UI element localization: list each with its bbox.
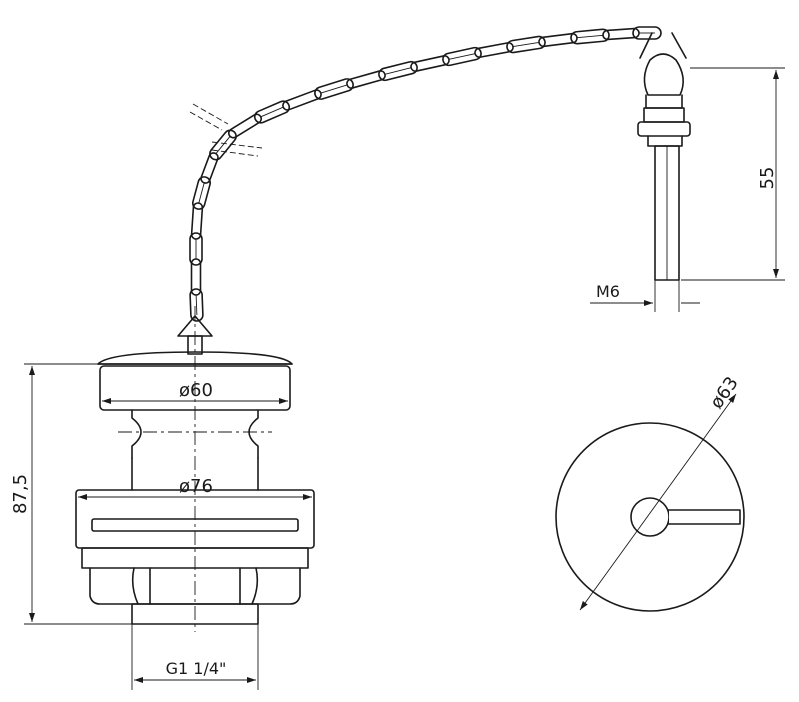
chain-link-inner [448,53,476,60]
dimension-thread: G1 1/4" [131,624,259,690]
chain-link [189,288,204,322]
pin-length-label: 55 [757,167,778,190]
chain-link [442,46,482,67]
chain-link-inner [512,42,540,47]
chain-link [474,41,514,59]
chain-link-inner [215,136,231,154]
dimension-d76: ø76 [78,476,312,500]
chain-link-inner [195,294,198,316]
dimension-d60: ø60 [102,380,288,404]
chain-link [200,152,219,184]
chain-link-inner [320,84,348,94]
chain-link [314,78,354,100]
chain-link [378,60,418,82]
chain-link-inner [198,182,205,204]
plug-diameter-label: ø63 [706,373,743,413]
overflow-pin [637,32,691,281]
dimension-m6: M6 [590,280,700,312]
overall-height-label: 87,5 [10,474,31,514]
stopper-diameter-label: ø60 [179,380,213,401]
chain-link [209,129,237,161]
chain-link-inner [576,34,604,39]
chain-link [191,176,212,210]
pin-thread-label: M6 [596,282,620,301]
chain-link [346,70,386,89]
chain-link [253,100,291,124]
chain-link [227,113,263,139]
dimension-55: 55 [681,67,785,281]
chain-link [570,28,610,45]
chain-link [632,26,662,40]
chain-link-inner [260,106,284,118]
chain-link-inner [384,67,412,75]
chain-link [538,32,578,48]
chain-link [282,89,322,111]
chain-link [506,35,546,54]
plug-top-view: ø63 [555,373,745,612]
chain-link [602,27,640,41]
chain-link [190,202,204,240]
thread-size-label: G1 1/4" [166,659,227,678]
chain-break-mark [189,103,263,157]
dimension-87-5: 87,5 [10,363,132,625]
ball-chain [189,26,662,322]
chain-link [189,232,203,266]
flange-diameter-label: ø76 [179,476,213,497]
